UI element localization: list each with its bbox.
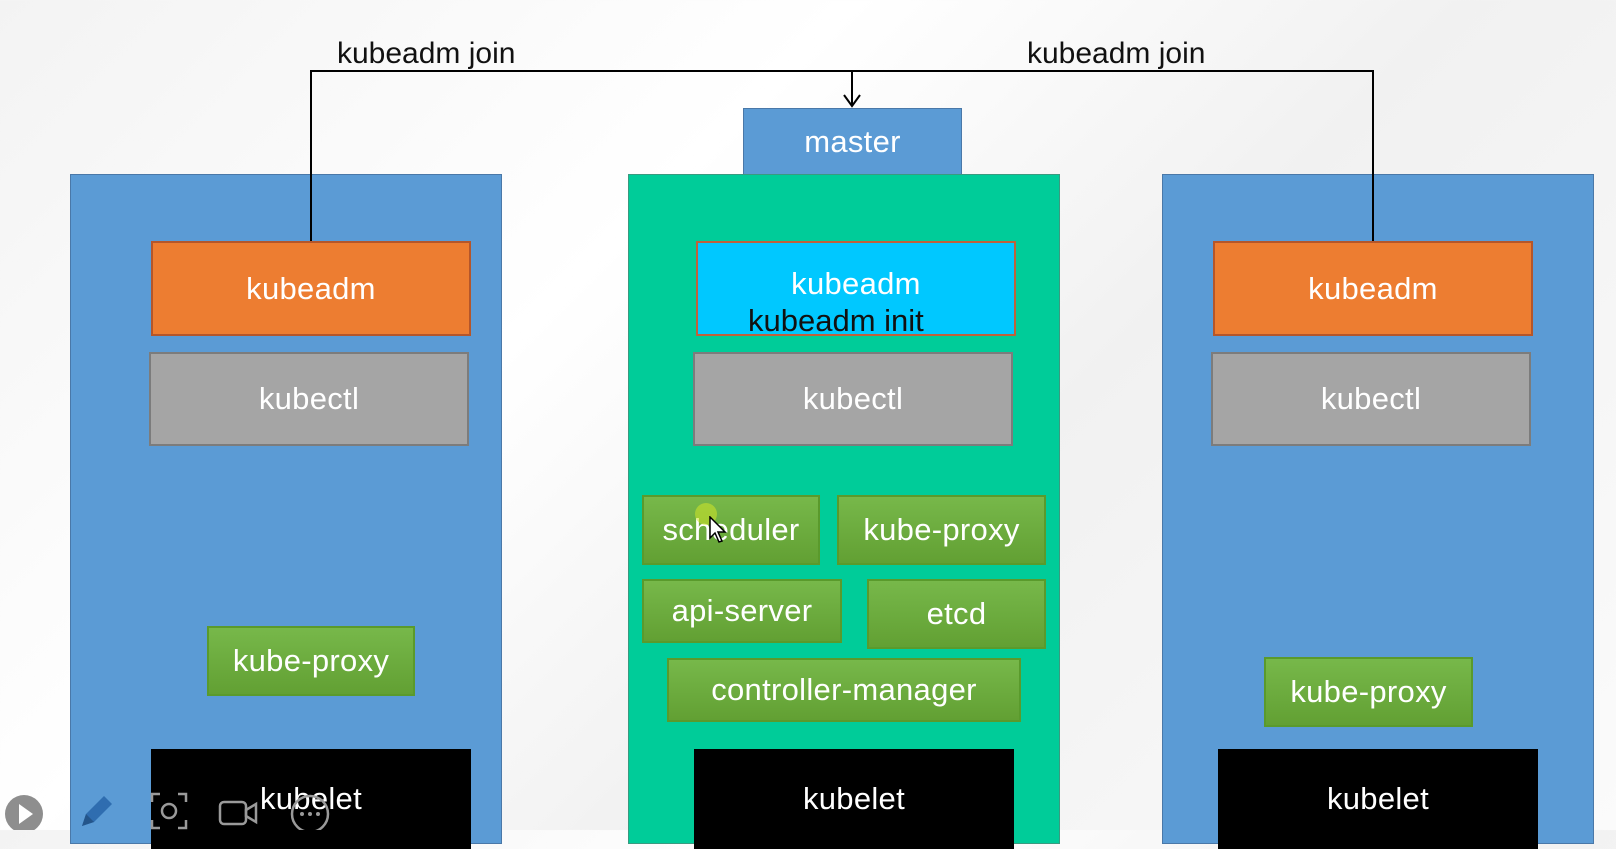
kube-proxy-label: kube-proxy [232,643,390,678]
join-line-right [852,70,1374,241]
join-arrow-head [843,94,861,108]
master-label: master [804,124,901,159]
controller-manager-label: controller-manager [711,672,977,707]
more-icon [290,794,330,834]
kubeadm-label: kubeadm [246,270,376,306]
screenshot-icon [150,792,188,830]
master-tab: master [743,108,962,176]
kubeadm-box-master: kubeadm [696,241,1016,336]
pen-icon [82,796,112,826]
kube-proxy-label: kube-proxy [863,512,1020,547]
join-line-left [310,70,852,241]
scheduler-box: scheduler [642,495,820,565]
join-label-left: kubeadm join [337,37,516,70]
video-button[interactable] [216,790,260,830]
kubectl-label: kubectl [258,381,360,416]
kube-proxy-box-right: kube-proxy [1264,657,1473,727]
join-connector-lines [310,70,1374,241]
kubeadm-init-label: kubeadm init [748,303,924,338]
api-server-label: api-server [671,593,813,628]
play-button[interactable] [0,790,44,833]
kubectl-label: kubectl [1320,381,1422,416]
screenshot-button[interactable] [148,790,192,830]
etcd-box: etcd [867,579,1046,649]
kubeadm-box-left: kubeadm [151,241,471,336]
pen-button[interactable] [74,790,118,830]
etcd-label: etcd [926,596,987,631]
mouse-cursor-icon [709,516,727,543]
kubelet-label: kubelet [1326,781,1430,816]
scheduler-label: scheduler [662,512,800,547]
kubectl-box-right: kubectl [1211,352,1531,446]
play-icon [5,795,43,833]
api-server-box: api-server [642,579,842,643]
kube-proxy-box-master: kube-proxy [837,495,1046,565]
kubeadm-label: kubeadm [1308,270,1438,306]
kubeadm-box-right: kubeadm [1213,241,1533,336]
join-label-right: kubeadm join [1027,37,1206,70]
kube-proxy-label: kube-proxy [1290,674,1447,709]
video-icon [218,800,258,826]
kubectl-box-left: kubectl [149,352,469,446]
kube-proxy-box-left: kube-proxy [207,626,415,696]
kubectl-box-master: kubectl [693,352,1013,446]
controller-manager-box: controller-manager [667,658,1021,722]
more-button[interactable] [288,790,332,834]
kubelet-label: kubelet [802,781,906,816]
kubelet-label: kubelet [259,781,363,816]
kubectl-label: kubectl [802,381,904,416]
kubeadm-label: kubeadm [791,265,921,301]
